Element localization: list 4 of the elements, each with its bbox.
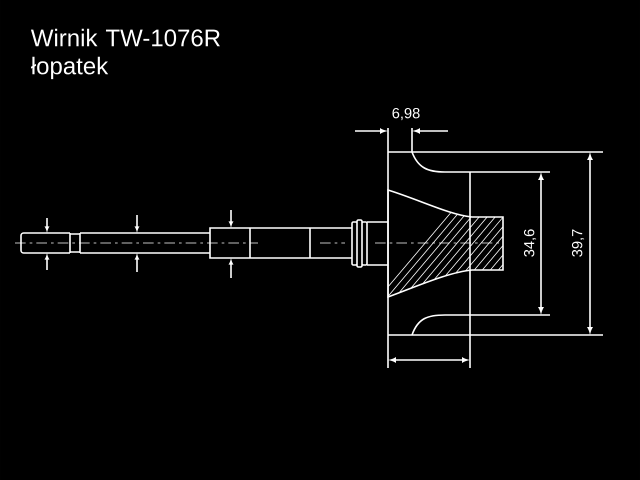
dimension-label: 6,98 — [392, 108, 420, 120]
dimension-label: 39,7 — [572, 229, 584, 257]
dimension-label: 34,6 — [524, 229, 536, 257]
title: Wirnik TW-1076R łopatek — [30, 28, 220, 80]
